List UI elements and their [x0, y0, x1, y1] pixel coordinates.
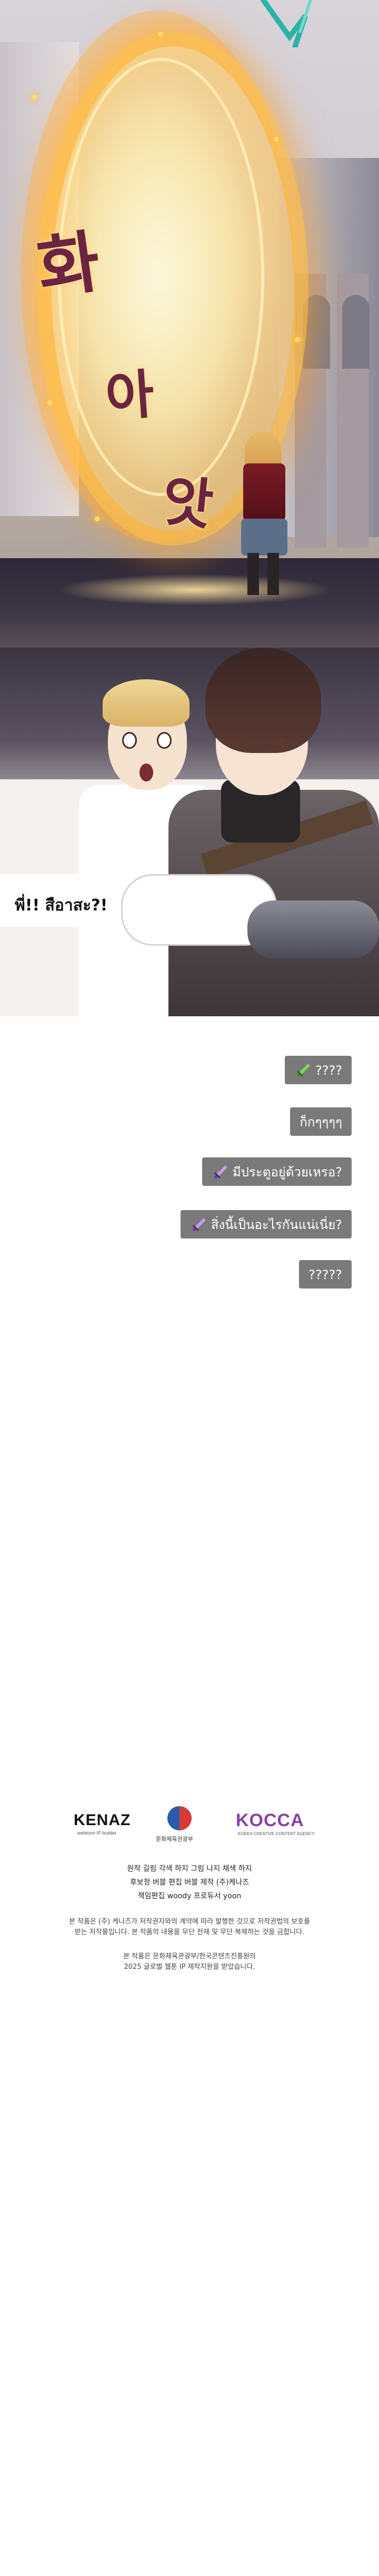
floor-glow [58, 574, 332, 606]
chat-bubble: สิ่งนี้เป็นอะไรกันแน่เนี่ย? [180, 1210, 352, 1239]
purple-sword-icon [192, 1218, 206, 1232]
background-wall [0, 648, 379, 779]
girl-torso [243, 463, 285, 521]
sfx-text: 아 [103, 363, 156, 429]
credit-line: 후보정 버블 편집 버블 제작 (주)케나즈 [129, 1878, 250, 1887]
green-sword-icon [296, 1064, 311, 1077]
mcst-emblem-icon [167, 1806, 192, 1830]
eye [122, 732, 137, 749]
spark [158, 32, 163, 37]
arched-window [342, 295, 370, 369]
eye [157, 732, 172, 749]
notice-line: 2025 글로벌 웹툰 IP 제작지원을 받았습니다. [124, 1963, 255, 1971]
armored-arm [247, 900, 379, 958]
characters-panel: พี่!! สือาสะ?! [0, 648, 379, 1016]
copyright-notice: 본 작품은 (주) 케나즈가 저작권자와의 계약에 따라 발행한 것으로 저작권… [37, 1917, 342, 1938]
chat-text: มีประตูอยู่ด้วยเหรอ? [232, 1165, 342, 1180]
kocca-tagline: KOREA CREATIVE CONTENT AGENCY [238, 1831, 315, 1836]
chat-text: ก็กๆๆๆๆ [300, 1115, 342, 1130]
portal-panel: 화 아 앗 [0, 0, 379, 648]
purple-sword-icon [213, 1165, 227, 1179]
chat-text: ???? [315, 1063, 342, 1078]
chat-bubble: ก็กๆๆๆๆ [290, 1107, 352, 1136]
chat-bubble: ????? [299, 1260, 352, 1289]
notice-line: 받는 저작물입니다. 본 작품의 내용을 무단 전재 및 무단 복제하는 것을 … [74, 1928, 305, 1936]
support-notice: 본 작품은 문화체육관광부/한국콘텐츠진흥원의 2025 글로벌 웹툰 IP 제… [37, 1951, 342, 1973]
spark [295, 337, 300, 342]
eye [236, 737, 250, 747]
kocca-logo: KOCCA [236, 1810, 304, 1830]
open-mouth [139, 764, 153, 781]
credit-line: 원작 길림 각색 하지 그림 나지 채색 하지 [127, 1865, 252, 1873]
portal-inner-ring [58, 58, 264, 496]
kenaz-logo: KENAZ [74, 1811, 131, 1829]
spark [32, 95, 37, 100]
chat-text: ????? [308, 1267, 342, 1282]
chat-bubble: ???? [285, 1056, 352, 1084]
blond-character-hair [103, 679, 190, 727]
notice-line: 본 작품은 문화체육관광부/한국콘텐츠진흥원의 [123, 1953, 256, 1960]
teal-energy-streak [261, 0, 312, 47]
notice-line: 본 작품은 (주) 케나즈가 저작권자와의 계약에 따라 발행한 것으로 저작권… [68, 1918, 311, 1926]
speech-text: พี่!! สือาสะ?! [15, 896, 108, 915]
chat-bubble: มีประตูอยู่ด้วยเหรอ? [202, 1157, 352, 1186]
girl-shorts [241, 519, 287, 556]
spark [47, 400, 53, 405]
spark [274, 137, 279, 142]
chat-text: สิ่งนี้เป็นอะไรกันแน่เนี่ย? [211, 1217, 342, 1232]
white-sleeve-arm [121, 874, 277, 946]
eye [274, 737, 287, 747]
brown-character-hair [205, 648, 321, 753]
mcst-label: 문화체육관광부 [156, 1836, 193, 1842]
spark [95, 516, 100, 521]
kenaz-tagline: webtoon IP builder [77, 1830, 117, 1836]
speech-bubble [0, 874, 105, 927]
credits-section: KENAZ webtoon IP builder 문화체육관광부 KOCCA K… [0, 1748, 379, 1985]
girl-leg [247, 553, 259, 595]
girl-leg [267, 553, 279, 595]
sfx-text: 화 [32, 222, 105, 309]
sfx-text: 앗 [159, 468, 216, 538]
credit-line: 책임편집 woody 프로듀서 yoon [137, 1892, 242, 1900]
